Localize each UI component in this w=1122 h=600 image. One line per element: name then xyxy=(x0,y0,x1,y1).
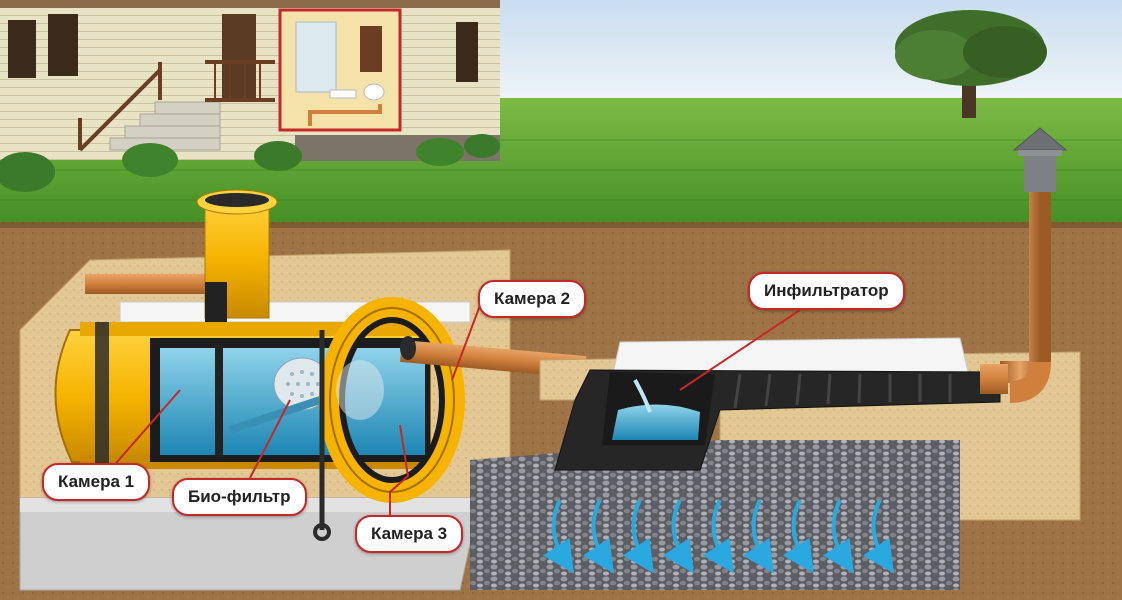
label-biofilter: Био-фильтр xyxy=(172,478,307,516)
inlet-pipe xyxy=(85,274,225,294)
tank-neck xyxy=(197,190,277,322)
infiltrator-water xyxy=(612,404,700,440)
label-chamber-3: Камера 3 xyxy=(355,515,463,553)
label-chamber-1: Камера 1 xyxy=(42,463,150,501)
label-chamber-2: Камера 2 xyxy=(478,280,586,318)
label-infiltrator: Инфильтратор xyxy=(748,272,905,310)
